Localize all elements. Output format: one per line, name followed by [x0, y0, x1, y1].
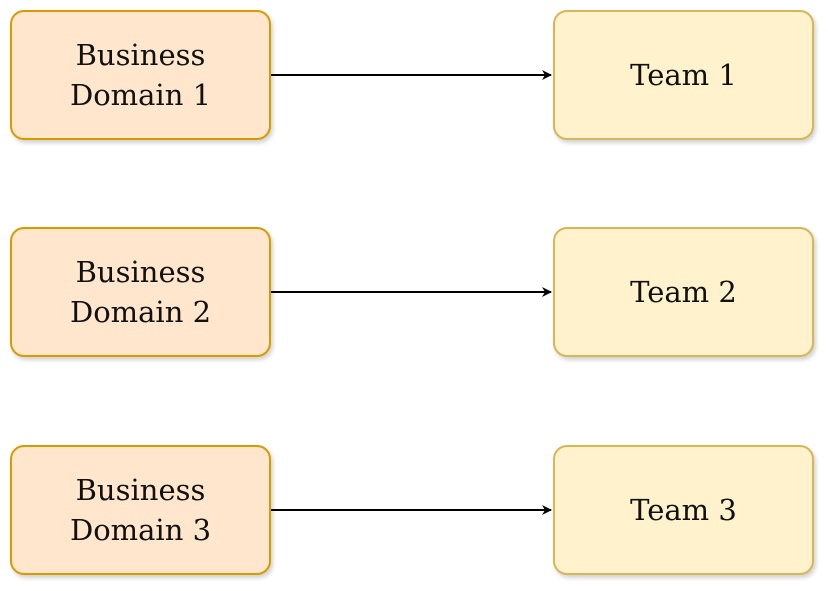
team-2-label: Team 2: [630, 275, 737, 309]
team-3-label: Team 3: [630, 493, 737, 527]
business-domain-1-label: Business Domain 1: [69, 38, 212, 112]
team-1-label: Team 1: [630, 58, 737, 92]
business-domain-2-box[interactable]: Business Domain 2: [10, 227, 271, 357]
business-domain-3-label: Business Domain 3: [69, 473, 212, 547]
team-2-box[interactable]: Team 2: [553, 227, 814, 357]
team-1-box[interactable]: Team 1: [553, 10, 814, 140]
business-domain-3-box[interactable]: Business Domain 3: [10, 445, 271, 575]
business-domain-2-label: Business Domain 2: [69, 255, 212, 329]
team-3-box[interactable]: Team 3: [553, 445, 814, 575]
business-domain-1-box[interactable]: Business Domain 1: [10, 10, 271, 140]
